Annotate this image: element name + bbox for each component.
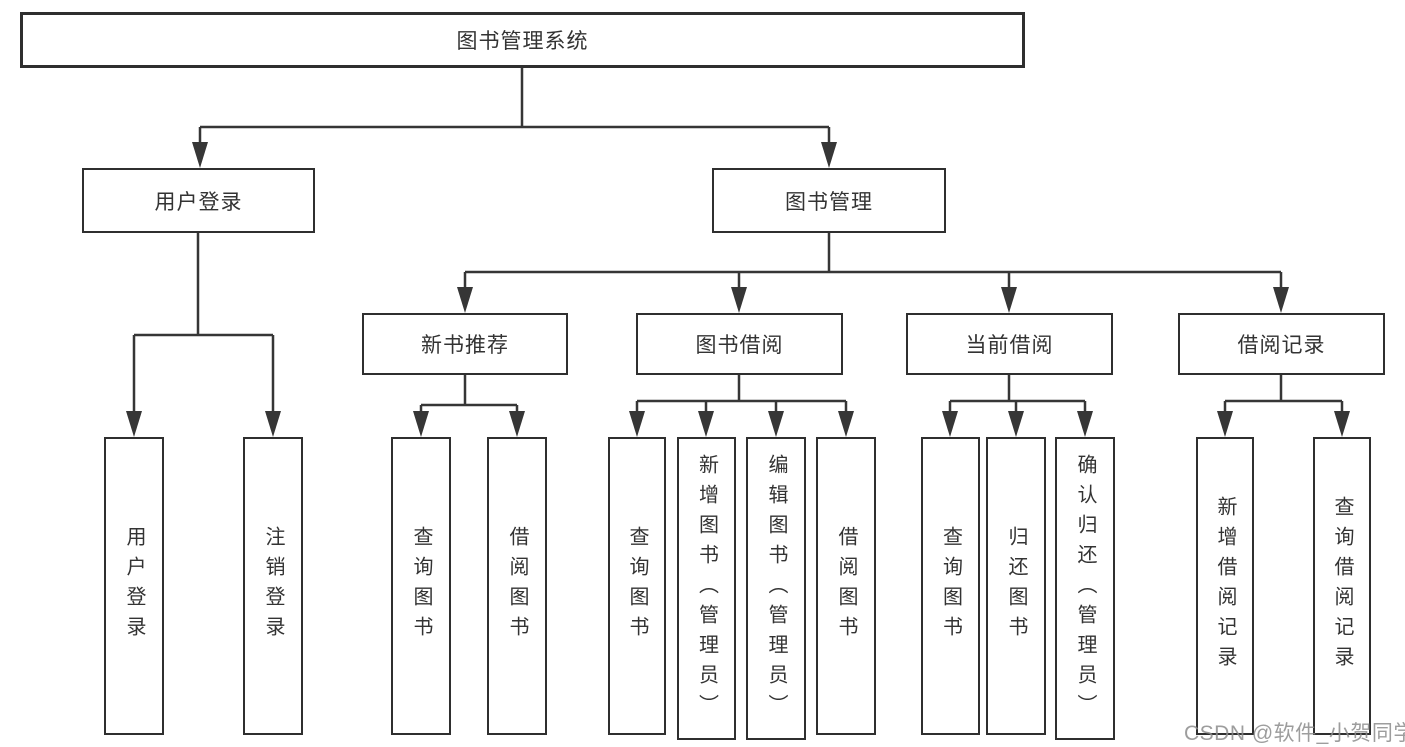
leaf-add-borrow-record: 新增借阅记录 bbox=[1196, 437, 1254, 735]
leaf-label: 借阅图书 bbox=[506, 526, 528, 646]
leaf-borrow-books-borrowing: 借阅图书 bbox=[816, 437, 876, 735]
leaf-label: 借阅图书 bbox=[835, 526, 857, 646]
node-label: 借阅记录 bbox=[1237, 334, 1326, 357]
leaf-add-book-admin: 新增图书（管理员） bbox=[677, 437, 736, 740]
node-label: 新书推荐 bbox=[421, 334, 509, 357]
leaf-return-books: 归还图书 bbox=[986, 437, 1046, 735]
leaf-query-books-current: 查询图书 bbox=[921, 437, 980, 735]
leaf-query-books-borrowing: 查询图书 bbox=[608, 437, 666, 735]
leaf-label: 新增借阅记录 bbox=[1214, 496, 1236, 676]
leaf-logout: 注销登录 bbox=[243, 437, 303, 735]
node-book-management: 图书管理 bbox=[712, 168, 946, 233]
leaf-label: 用户登录 bbox=[123, 526, 145, 646]
node-label: 图书借阅 bbox=[695, 334, 784, 357]
leaf-label: 编辑图书（管理员） bbox=[765, 453, 787, 724]
tree-edges bbox=[132, 68, 1344, 417]
node-user-login: 用户登录 bbox=[82, 168, 315, 233]
leaf-confirm-return-admin: 确认归还（管理员） bbox=[1055, 437, 1115, 740]
watermark: CSDN @软件_小贺同学 bbox=[1184, 722, 1405, 745]
node-new-book-recommendation: 新书推荐 bbox=[362, 313, 568, 375]
leaf-query-borrow-record: 查询借阅记录 bbox=[1313, 437, 1371, 735]
node-library-management-system: 图书管理系统 bbox=[20, 12, 1025, 68]
leaf-label: 查询图书 bbox=[410, 526, 432, 646]
leaf-label: 查询借阅记录 bbox=[1331, 496, 1353, 676]
leaf-edit-book-admin: 编辑图书（管理员） bbox=[746, 437, 806, 740]
leaf-label: 确认归还（管理员） bbox=[1074, 453, 1096, 724]
leaf-label: 新增图书（管理员） bbox=[695, 453, 718, 724]
node-label: 图书管理 bbox=[785, 190, 873, 214]
leaf-query-books-newbook: 查询图书 bbox=[391, 437, 451, 735]
leaf-borrow-books-newbook: 借阅图书 bbox=[487, 437, 547, 735]
leaf-label: 查询图书 bbox=[939, 526, 962, 646]
node-label: 用户登录 bbox=[154, 190, 243, 214]
arrow-down-icons bbox=[126, 142, 1350, 437]
leaf-user-login: 用户登录 bbox=[104, 437, 164, 735]
node-book-borrowing: 图书借阅 bbox=[636, 313, 843, 375]
leaf-label: 查询图书 bbox=[626, 526, 648, 646]
leaf-label: 注销登录 bbox=[262, 526, 284, 646]
node-label: 图书管理系统 bbox=[456, 30, 589, 53]
node-borrowing-records: 借阅记录 bbox=[1178, 313, 1385, 375]
leaf-label: 归还图书 bbox=[1005, 526, 1027, 646]
node-label: 当前借阅 bbox=[965, 334, 1054, 357]
node-current-borrowing: 当前借阅 bbox=[906, 313, 1113, 375]
